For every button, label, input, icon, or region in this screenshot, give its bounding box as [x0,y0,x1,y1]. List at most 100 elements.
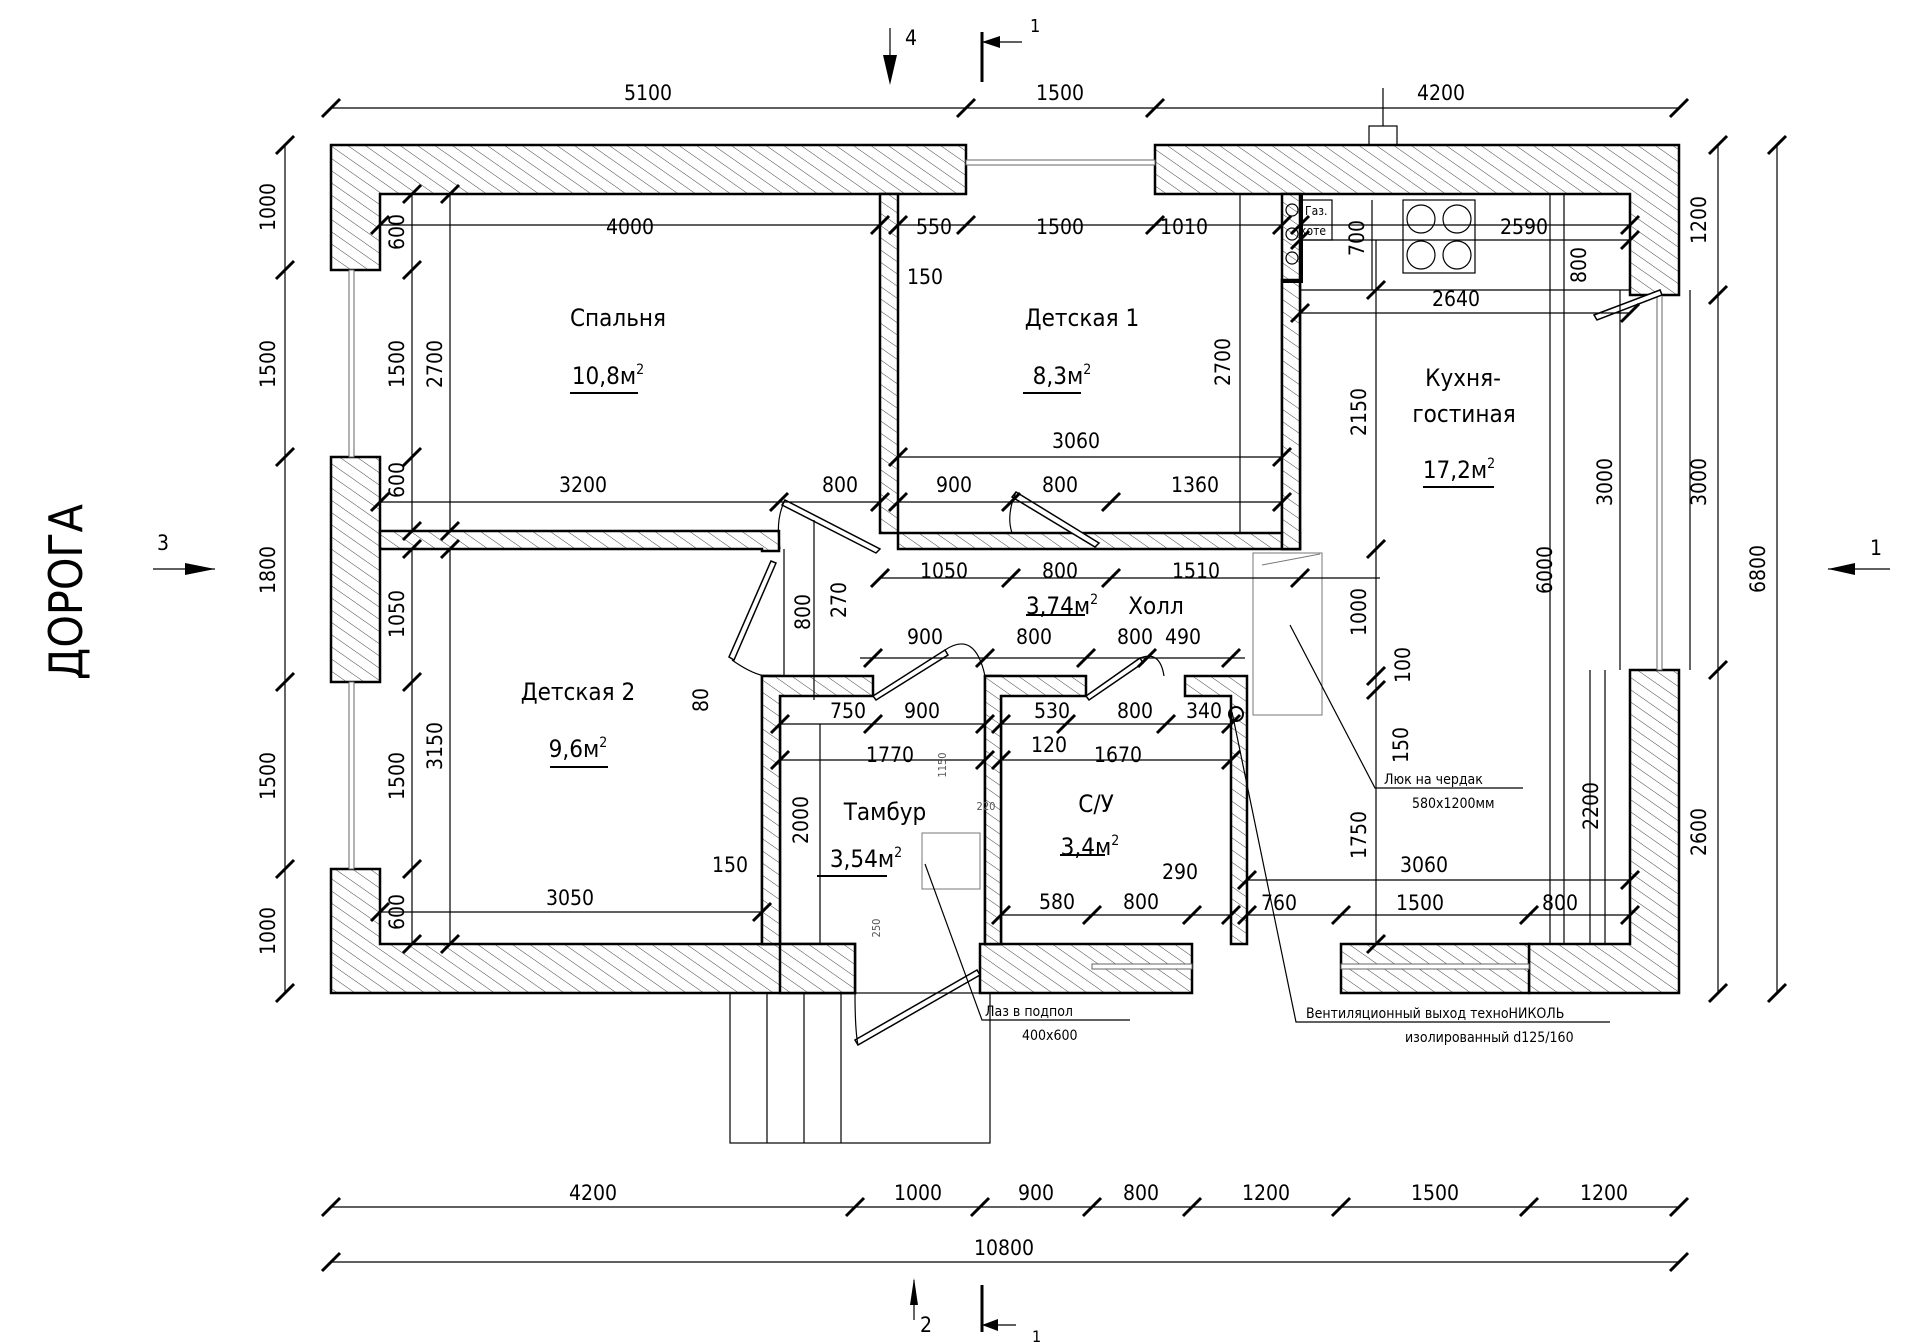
room-area-kitchen: 17,2м2 [1423,456,1495,484]
dimension-tick [887,491,909,513]
dimension-tick [401,858,423,880]
dim-kitchen-2150: 2150 [1347,388,1371,436]
window-left-2 [348,681,355,870]
dimension-ticks [274,97,1788,1273]
window-top [965,159,1156,166]
dimension-tick [862,647,884,669]
vent-pipe-icon [1228,706,1244,722]
dimension-tick [1075,647,1097,669]
room-area-bathroom: 3,4м2 [1061,833,1120,861]
dim-vest-1770: 1770 [866,743,914,767]
section-marks: 4 1 3 1 2 1 [153,16,1890,1342]
dimension-tick [1289,229,1311,251]
dimension-tick [1668,97,1690,119]
dim-kids1-1360: 1360 [1171,473,1219,497]
dim-left-1500b: 1500 [256,752,280,800]
dim-kids1-3060: 3060 [1052,429,1100,453]
dimension-tick [1619,869,1641,891]
dimension-tick [1289,567,1311,589]
dimension-tick [1365,679,1387,701]
dim-kitchen-150: 150 [1389,727,1413,763]
dimension-lines [284,107,1778,1263]
door-kids2 [728,560,777,662]
dim-bath-580: 580 [1039,890,1075,914]
dimension-tick [1668,1196,1690,1218]
window-bottom-kitchen [1340,963,1530,970]
dim-hall-270: 270 [827,582,851,618]
section-arrow-1-bottom [982,1319,998,1331]
dimension-tick [1155,713,1177,735]
dimension-tick [401,538,423,560]
dim-total-width: 10800 [974,1236,1034,1260]
section-arrow-2 [910,1278,918,1305]
dimension-tick [320,1196,342,1218]
dim-bottom-1200b: 1200 [1580,1181,1628,1205]
dimension-tick [990,749,1012,771]
dimension-tick [1271,214,1293,236]
wall-top-right [1153,143,1681,297]
dim-kids2-150: 150 [712,853,748,877]
dim-hall-1050: 1050 [920,559,968,583]
dim-bottom-1500: 1500 [1411,1181,1459,1205]
burner-icon [1442,240,1472,270]
dim-top-4200: 4200 [1417,81,1465,105]
dimension-tick [769,749,791,771]
room-area-bedroom: 10,8м2 [572,362,644,390]
dimension-tick [1055,713,1077,735]
dimension-tick [274,671,296,693]
dim-kids2-600: 600 [385,894,409,930]
wall-kitchen-upper [1280,278,1302,551]
dimension-tick [1100,567,1122,589]
dim-left-1500a: 1500 [256,340,280,388]
note-floor-hatch-1: Лаз в подпол [985,1004,1073,1020]
dimension-tick [1144,97,1166,119]
notes: Люк на чердак 580х1200мм Лаз в подпол 40… [924,624,1610,1046]
dimension-tick [274,858,296,880]
wall-bottom-sy [978,942,1194,995]
burner-icon [1406,240,1436,270]
room-area-kids1: 8,3м2 [1033,362,1092,390]
dim-bath-120: 120 [1031,733,1067,757]
dim-kitchen-2200: 2200 [1579,782,1603,830]
dimension-tick [1707,284,1729,306]
section-label-2: 2 [920,1313,932,1337]
dim-top-1500: 1500 [1036,81,1084,105]
wall-right-bottom [1527,668,1681,995]
window-right [1656,294,1663,671]
dimension-tick [1271,491,1293,513]
wall-bottom-vest-door [778,942,857,995]
dimension-tick [1707,659,1729,681]
dim-kitchen-800: 800 [1567,247,1591,283]
dim-bottom-900: 900 [1018,1181,1054,1205]
doors [728,289,1663,1047]
dimension-labels: 5100 1500 4200 4200 1000 900 800 1200 15… [256,81,1770,1260]
floor-hatch [921,832,981,890]
window-bottom-su [1091,963,1193,970]
dimension-tick [1081,1196,1103,1218]
note-floor-hatch-2: 400х600 [1022,1028,1078,1044]
section-label-4: 4 [905,26,917,50]
dim-bottom-800: 800 [1123,1181,1159,1205]
dim-kids1-900: 900 [936,473,972,497]
dim-hall-800b: 800 [1016,625,1052,649]
dim-kitchen-1750: 1750 [1347,811,1371,859]
dim-vest-750: 750 [830,699,866,723]
road-label: ДОРОГА [39,504,93,680]
room-name-hall: Холл [1128,592,1184,620]
dim-vest-250: 250 [870,919,883,938]
dim-kids1-1010: 1010 [1160,215,1208,239]
dimension-tick [1220,713,1242,735]
dimension-tick [1289,302,1311,324]
section-label-1-bottom: 1 [1032,1327,1041,1342]
dimension-tick [401,520,423,542]
dimension-tick [1330,904,1352,926]
room-name-kids2: Детская 2 [521,678,635,706]
dim-kids1-800: 800 [1042,473,1078,497]
dimension-tick [401,259,423,281]
dimension-tick [1619,214,1641,236]
dim-hall-80: 80 [689,688,713,712]
dim-bedroom-600a: 600 [385,214,409,250]
dimension-tick [439,538,461,560]
dim-vest-2000: 2000 [789,796,813,844]
section-arrow-4 [883,55,897,85]
